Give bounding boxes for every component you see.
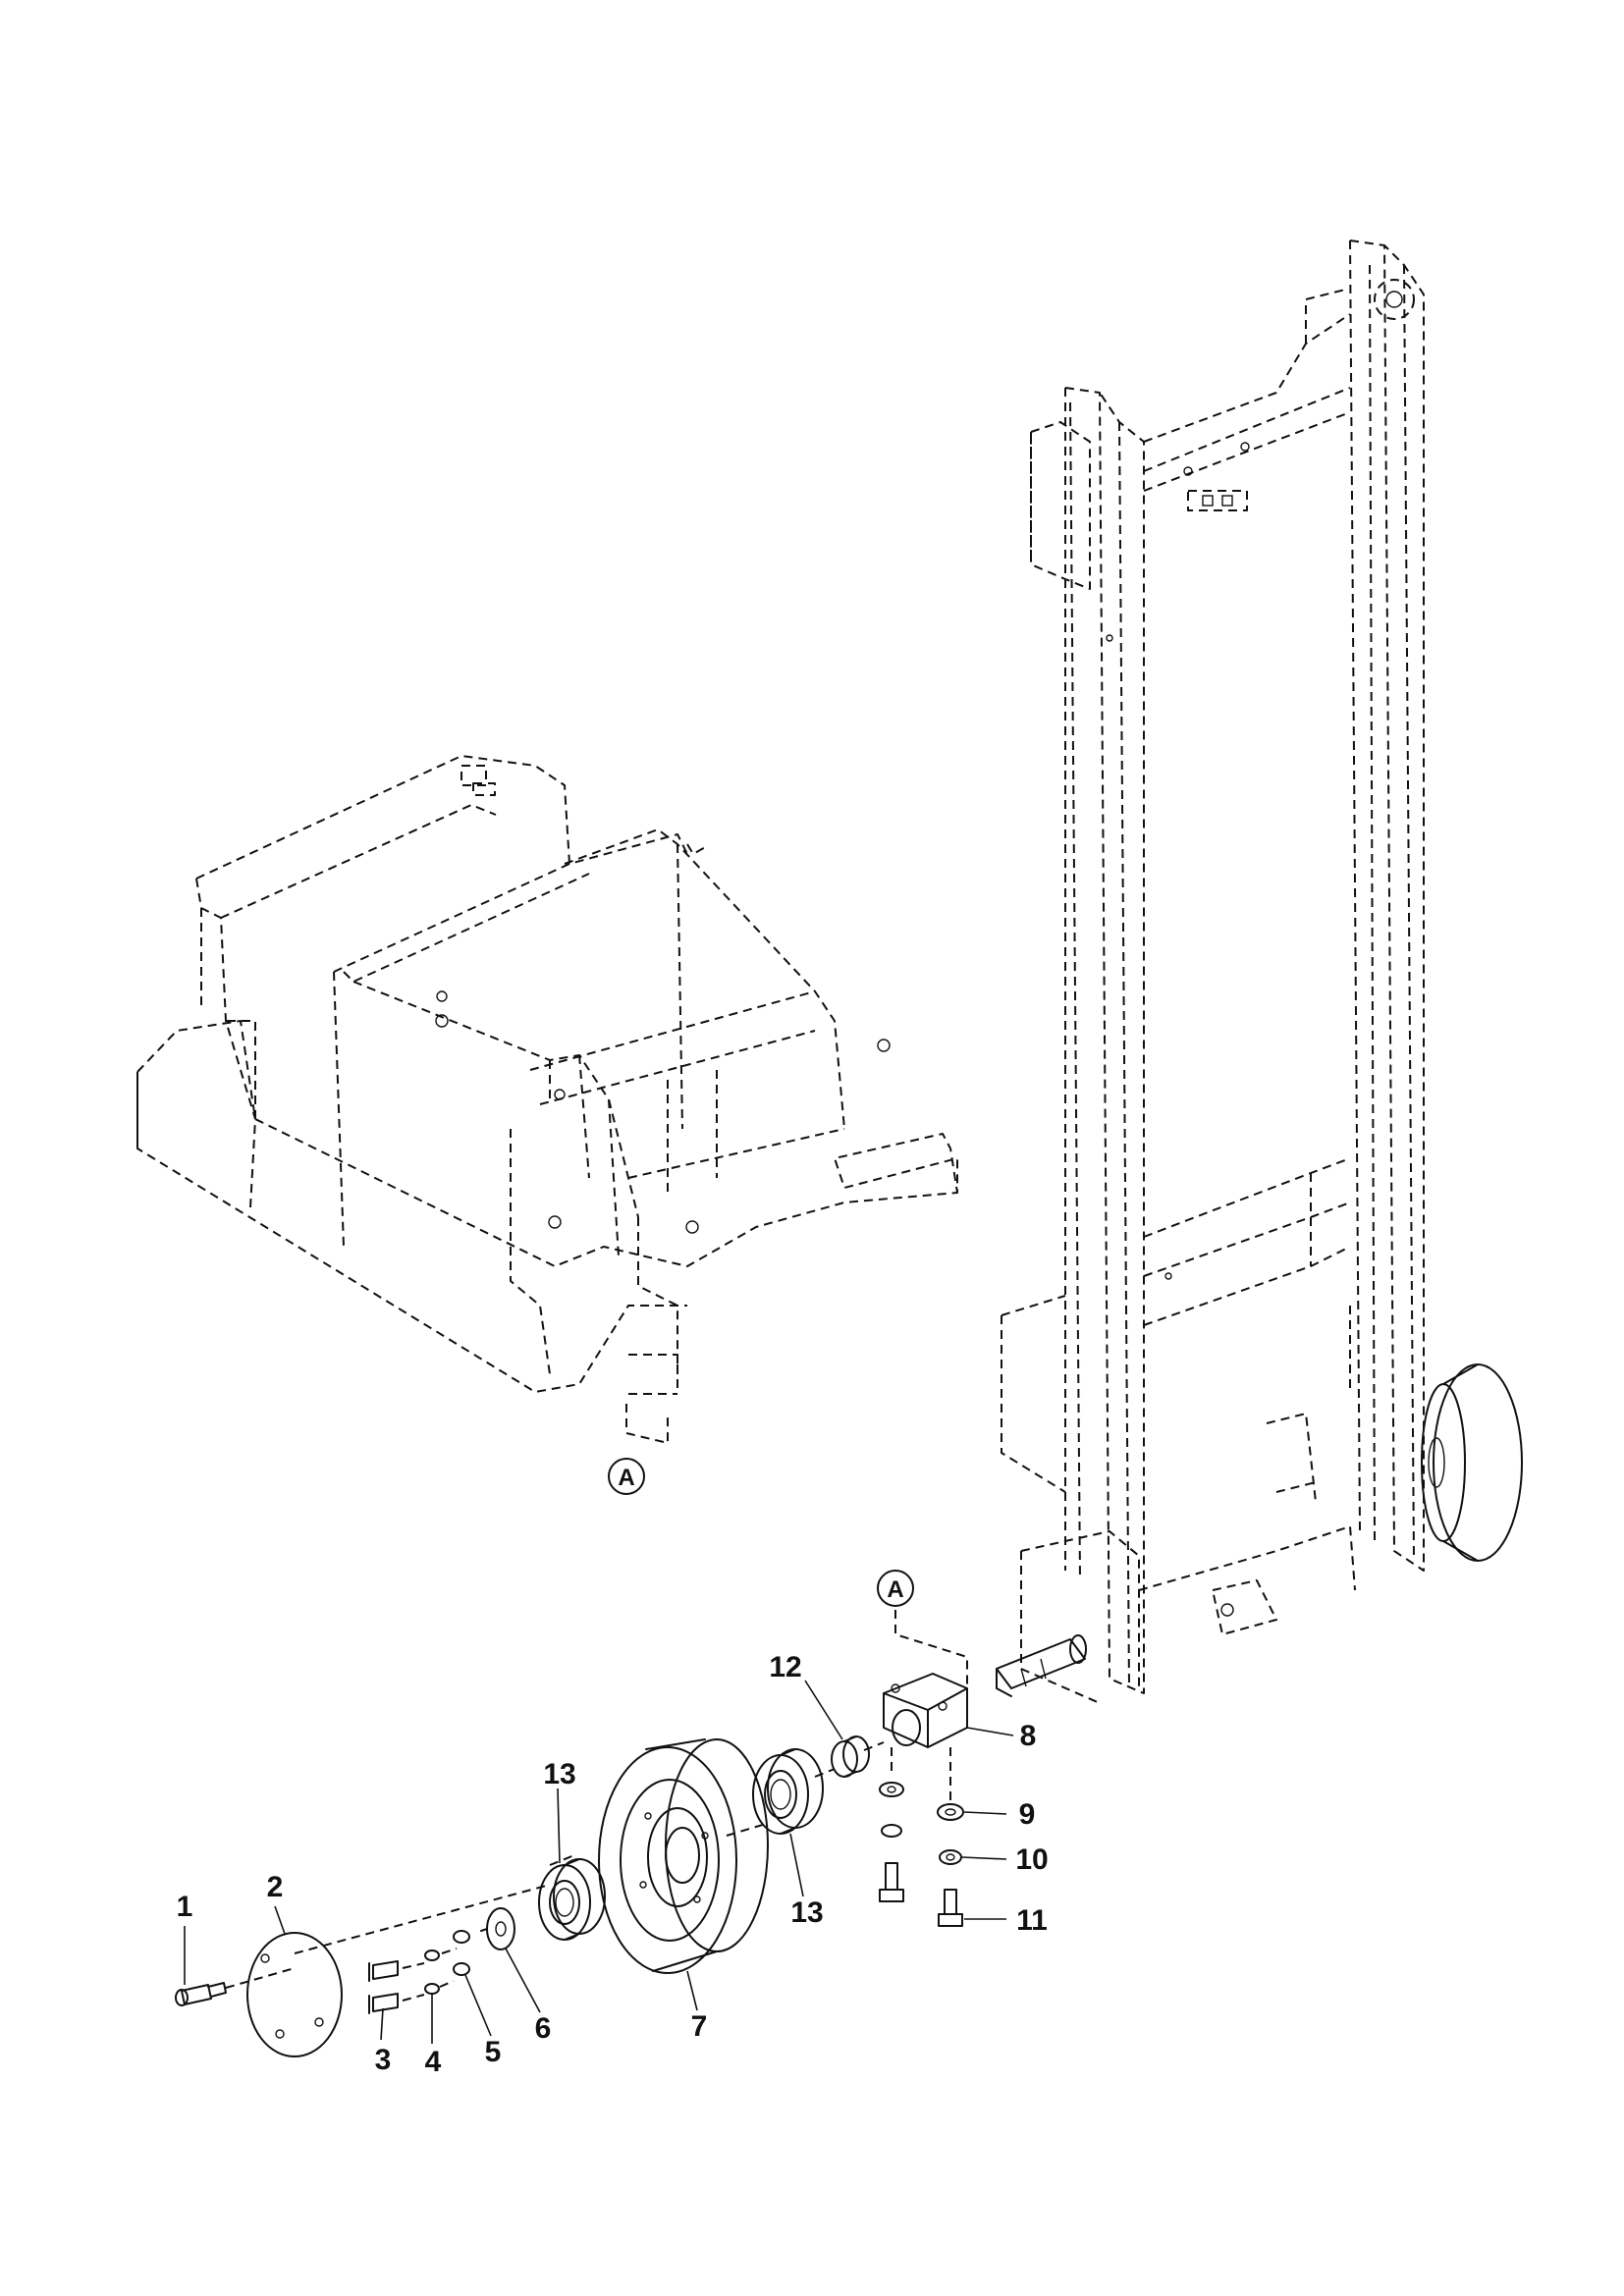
callout-2: 2 <box>267 1871 284 1903</box>
callout-8: 8 <box>1020 1720 1037 1752</box>
callout-11: 11 <box>1016 1904 1048 1937</box>
mast-assembly <box>1001 240 1425 1704</box>
axle-stub <box>996 1634 1087 1697</box>
part-8-axle-bracket <box>883 1673 968 1748</box>
callout-labels: 1 2 3 4 5 6 7 8 9 10 11 12 13 13 <box>177 1651 1049 2078</box>
callout-13-left: 13 <box>543 1758 575 1790</box>
part-7-drive-wheel <box>598 1738 769 1974</box>
part-10-lock-washer <box>939 1849 962 1865</box>
callout-13-right: 13 <box>790 1896 823 1929</box>
chassis-body <box>136 755 958 1395</box>
callout-10: 10 <box>1015 1843 1048 1876</box>
callout-12: 12 <box>769 1651 801 1683</box>
part-2-cover-plate <box>246 1932 343 2057</box>
callout-6: 6 <box>535 2012 552 2045</box>
part-9-washer <box>937 1803 964 1821</box>
callout-3: 3 <box>375 2044 392 2076</box>
part-5-washers <box>453 1930 470 1976</box>
callout-7: 7 <box>691 2010 708 2043</box>
part-11-bolt <box>938 1889 963 1927</box>
callout-9: 9 <box>1019 1798 1036 1831</box>
mast-load-wheel <box>1421 1363 1523 1562</box>
callout-1: 1 <box>177 1891 193 1923</box>
part-13-bearing-left <box>538 1858 606 1941</box>
part-13-bearing-right <box>752 1748 824 1835</box>
mirror-fastener-stack <box>879 1782 904 1902</box>
reference-mark-A-chassis: A <box>608 1404 669 1495</box>
part-6-thrust-washer <box>480 1907 515 1950</box>
callout-5: 5 <box>485 2036 502 2068</box>
reference-mark-A-mast: A <box>877 1570 968 1688</box>
part-4-lock-washers <box>424 1949 440 1995</box>
reference-label-A-lower: A <box>618 1465 634 1491</box>
reference-label-A-upper: A <box>887 1576 903 1603</box>
part-1-screw <box>175 1982 227 2006</box>
callout-4: 4 <box>425 2046 442 2078</box>
leader-lines <box>184 1680 1014 2044</box>
part-3-bolts <box>368 1960 399 2014</box>
part-12-spacer <box>831 1735 870 1778</box>
assembly-centerlines <box>225 1741 885 2002</box>
